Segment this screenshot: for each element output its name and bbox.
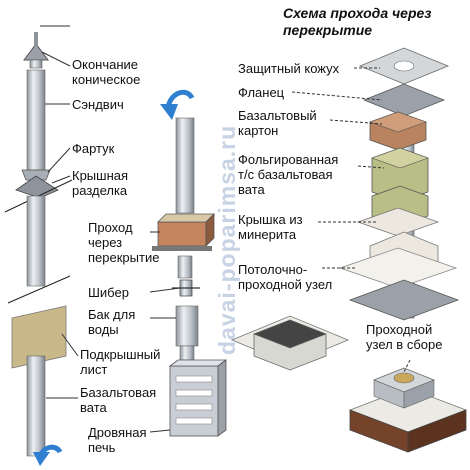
flange [362, 83, 446, 117]
roof-sheet [11, 305, 67, 369]
label-roof-sheet: Подкрышный лист [80, 347, 161, 377]
roof-cut [15, 175, 59, 199]
diagram-title: Схема прохода через перекрытие [283, 5, 432, 38]
label-wood-stove: Дровяная печь [88, 425, 147, 455]
label-assembled-unit: Проходной узел в сборе [366, 322, 443, 352]
label-flange: Фланец [238, 85, 285, 100]
label-sandwich: Сэндвич [72, 97, 124, 112]
sandwich-pipe [26, 69, 46, 171]
watermark: davai-poparimsa.ru [214, 124, 240, 355]
label-conical-ending: Окончание коническое [72, 57, 141, 87]
label-apron: Фартук [72, 141, 115, 156]
label-minerite-lid: Крышка из минерита [238, 212, 303, 242]
chimney-column [4, 32, 73, 457]
water-tank [175, 305, 199, 347]
right-leaders [291, 67, 411, 373]
label-foil-wool: Фольгированная т/с базальтовая вата [238, 152, 339, 197]
minerite-lid [356, 207, 440, 237]
label-passage: Проход через перекрытие [88, 220, 160, 265]
label-roof-cut: Крышная разделка [72, 168, 129, 198]
middle-leaders [149, 231, 181, 433]
label-basalt-wool: Базальтовая вата [80, 385, 157, 415]
label-water-tank: Бак для воды [88, 307, 136, 337]
exploded-view [230, 47, 468, 453]
apron [21, 169, 51, 181]
bottom-plate [348, 279, 460, 321]
label-protective-cover: Защитный кожух [238, 61, 340, 76]
middle-column [152, 117, 228, 437]
label-ceiling-unit: Потолочно- проходной узел [238, 262, 333, 292]
left-leaders [40, 25, 79, 399]
label-damper: Шибер [88, 285, 129, 300]
passage-box [157, 221, 207, 247]
conical-ending [23, 43, 49, 61]
label-basalt-cardboard: Базальтовый картон [238, 108, 317, 138]
